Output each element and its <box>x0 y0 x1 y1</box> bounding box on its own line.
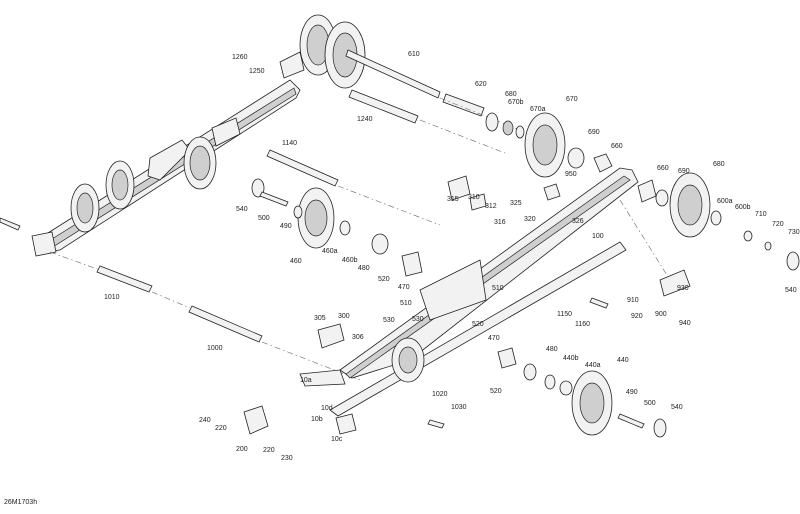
callout-label: 326 <box>572 218 584 225</box>
callout-label: 540 <box>785 287 797 294</box>
callout-label: 670a <box>530 106 546 113</box>
callout-label: 1020 <box>432 391 448 398</box>
callout-label: 1140 <box>282 140 297 147</box>
callout-label: 690 <box>678 168 690 175</box>
callout-label: 230 <box>281 455 293 462</box>
callout-label: 540 <box>236 206 248 213</box>
callout-label: 100 <box>592 233 604 240</box>
callout-label: 910 <box>627 297 639 304</box>
callout-label: 720 <box>772 221 784 228</box>
callout-label: 510 <box>400 300 412 307</box>
callout-label: 530 <box>383 317 395 324</box>
callout-label: 1250 <box>249 68 265 75</box>
callout-label: 680 <box>505 91 517 98</box>
callout-labels: 12601250610620680670b670a670124069066011… <box>104 51 800 462</box>
callout-label: 312 <box>485 203 497 210</box>
lower-left-parts <box>0 175 691 435</box>
callout-label: 440 <box>617 357 629 364</box>
callout-label: 670 <box>566 96 578 103</box>
callout-label: 325 <box>510 200 522 207</box>
callout-label: 610 <box>408 51 420 58</box>
callout-label: 660 <box>657 165 669 172</box>
callout-label: 220 <box>215 425 227 432</box>
callout-label: 316 <box>494 219 506 226</box>
callout-label: 930 <box>677 285 689 292</box>
callout-label: 600a <box>717 198 733 205</box>
callout-label: 920 <box>631 313 643 320</box>
callout-label: 530 <box>412 316 424 323</box>
callout-label: 10b <box>311 416 323 423</box>
callout-label: 470 <box>488 335 500 342</box>
callout-label: 300 <box>338 313 350 320</box>
callout-label: 240 <box>199 417 211 424</box>
callout-label: 1260 <box>232 54 248 61</box>
callout-label: 306 <box>352 334 364 341</box>
callout-label: 470 <box>398 284 410 291</box>
callout-label: 480 <box>546 346 558 353</box>
callout-label: 1010 <box>104 294 120 301</box>
callout-label: 600b <box>735 204 751 211</box>
callout-label: 670b <box>508 99 524 106</box>
callout-label: 500 <box>258 215 270 222</box>
left-rail-wheels <box>70 14 366 233</box>
callout-label: 460 <box>290 258 302 265</box>
callout-label: 1030 <box>451 404 467 411</box>
upper-right-parts <box>485 112 613 178</box>
callout-label: 500 <box>644 400 656 407</box>
callout-label: 1160 <box>575 321 590 328</box>
callout-label: 320 <box>524 216 536 223</box>
callout-label: 490 <box>626 389 638 396</box>
callout-label: 310 <box>468 194 480 201</box>
callout-label: 1240 <box>357 116 373 123</box>
callout-label: 10c <box>331 436 343 443</box>
callout-label: 520 <box>490 388 502 395</box>
right-rail-wheels <box>251 172 800 438</box>
callout-label: 710 <box>755 211 767 218</box>
callout-label: 440a <box>585 362 601 369</box>
callout-label: 460a <box>322 248 338 255</box>
callout-label: 220 <box>263 447 275 454</box>
callout-label: 480 <box>358 265 370 272</box>
callout-label: 660 <box>611 143 623 150</box>
callout-label: 490 <box>280 223 292 230</box>
axles <box>96 49 485 343</box>
callout-label: 200 <box>236 446 248 453</box>
callout-label: 520 <box>378 276 390 283</box>
callout-label: 440b <box>563 355 579 362</box>
callout-label: 315 <box>447 196 459 203</box>
callout-label: 730 <box>788 229 800 236</box>
callout-label: 510 <box>492 285 504 292</box>
callout-label: 520 <box>472 321 484 328</box>
callout-label: 540 <box>671 404 683 411</box>
callout-label: 1150 <box>557 311 572 318</box>
callout-label: 940 <box>679 320 691 327</box>
callout-label: 950 <box>565 171 577 178</box>
reference-code: 26M1703h <box>4 499 38 506</box>
callout-label: 680 <box>713 161 725 168</box>
callout-label: 1000 <box>207 345 223 352</box>
callout-label: 305 <box>314 315 326 322</box>
callout-label: 10a <box>300 377 312 384</box>
callout-label: 10d <box>321 405 333 412</box>
callout-label: 690 <box>588 129 600 136</box>
callout-label: 900 <box>655 311 667 318</box>
callout-label: 620 <box>475 81 487 88</box>
callout-label: 460b <box>342 257 358 264</box>
